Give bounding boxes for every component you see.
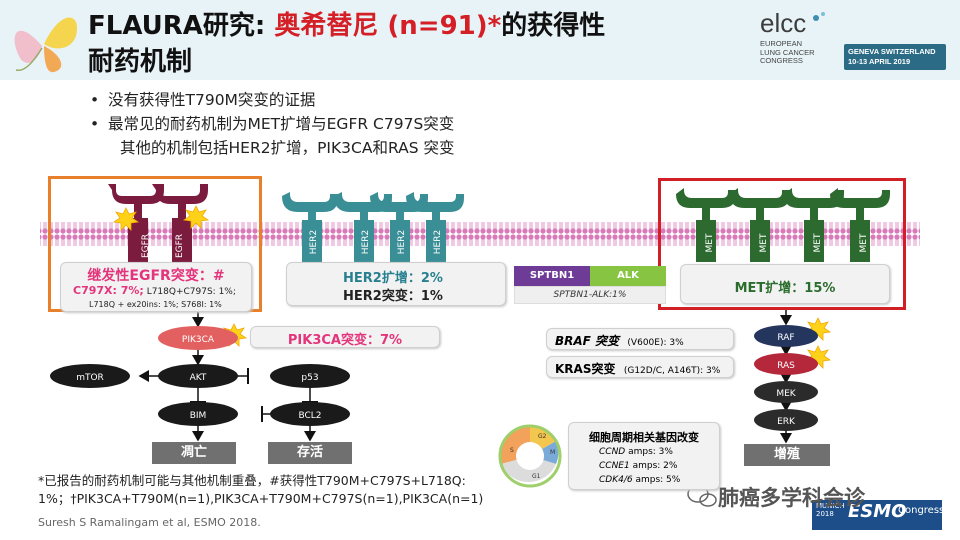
esmo-congress-word: Congress [898,505,945,516]
svg-text:AKT: AKT [190,373,207,383]
node-akt [158,364,238,388]
pie-label-s: S [510,447,514,454]
cell-cycle-item: CCND amps: 3% [599,447,673,457]
egfr-box-line1: C797X: 7%; L718Q+C797S: 1%; [73,284,236,297]
her2-label: HER2 [309,230,319,254]
elcc-conference-logo: elcc EUROPEAN LUNG CANCER CONGRESS GENEV… [760,8,950,72]
kras-gene: KRAS突变 [555,362,616,376]
met-label: MET [859,233,869,252]
kras-detail: (G12D/C, A146T): 3% [623,366,721,376]
footnote: *已报告的耐药机制可能与其他机制重叠，#获得性T790M+C797S+L718Q… [38,473,484,506]
braf-mutation-box: BRAF 突变 (V600E): 3% [546,328,734,350]
cell-cycle-pie-icon [498,424,562,488]
met-box-line1: MET扩增：15% [734,281,836,296]
her2-box-line2: HER2突变：1% [343,289,443,304]
svg-text:RAF: RAF [777,333,794,343]
cell-cycle-box: 细胞周期相关基因改变 CCND amps: 3% CCNE1 amps: 2% … [568,422,720,490]
met-highlight-frame [658,178,906,310]
node-p53 [270,364,350,388]
mutation-star-icon [804,345,832,369]
elcc-location-badge: GENEVA SWITZERLAND 10-13 APRIL 2019 [844,44,946,70]
node-erk [754,409,818,431]
node-mtor [50,364,130,388]
cell-cycle-item: CCNE1 amps: 2% [599,461,678,471]
alk-segment: ALK [590,266,666,286]
elcc-dots-icon [813,12,825,21]
svg-text:p53: p53 [301,373,318,383]
egfr-mutation-box: 继发性EGFR突变：# C797X: 7%; L718Q+C797S: 1%; … [60,262,252,312]
her2-label: HER2 [397,230,407,254]
header-band [0,0,960,80]
bullet-item: 没有获得性T790M突变的证据 [88,88,454,112]
esmo-wordmark: ESMO [848,501,907,522]
svg-text:MEK: MEK [776,389,796,399]
butterfly-logo-icon [14,17,78,73]
svg-text:RAS: RAS [777,361,795,371]
met-receptor [676,188,890,262]
her2-label: HER2 [433,230,443,254]
node-ras [754,353,818,375]
mutation-star-icon [182,205,210,229]
cell-cycle-item: CDK4/6 amps: 5% [599,475,681,485]
alk-fusion-label: SPTBN1-ALK:1% [514,286,666,304]
egfr-label: EGFR [141,234,151,258]
outcome-survival: 存活 [268,442,352,464]
citation: Suresh S Ramalingam et al, ESMO 2018. [38,516,261,529]
kras-mutation-box: KRAS突变 (G12D/C, A146T): 3% [546,356,734,378]
bullet-sub-item: 其他的机制包括HER2扩增，PIK3CA和RAS 突变 [120,139,455,157]
page-title: FLAURA研究: 奥希替尼 (n=91)*的获得性 耐药机制 [88,11,606,77]
bullet-list: 没有获得性T790M突变的证据 最常见的耐药机制为MET扩增与EGFR C797… [88,88,454,160]
met-label: MET [705,233,715,252]
egfr-box-line2: L718Q + ex20ins: 1%; S768I: 1% [89,300,222,309]
svg-text:PIK3CA: PIK3CA [182,335,215,345]
met-label: MET [813,233,823,252]
outcome-apoptosis: 凋亡 [152,442,236,464]
node-bcl2 [270,402,350,426]
outcome-proliferation: 增殖 [744,444,830,466]
mutation-star-icon [804,317,832,341]
egfr-receptor [108,184,208,262]
egfr-label: EGFR [175,234,185,258]
pik3ca-box-line1: PIK3CA突变：7% [287,333,403,348]
bullet-item: 最常见的耐药机制为MET扩增与EGFR C797S突变 [88,112,454,136]
her2-alteration-box: HER2扩增：2% HER2突变：1% [286,262,506,306]
elcc-subtitle: EUROPEAN LUNG CANCER CONGRESS [760,39,815,65]
svg-text:ERK: ERK [777,417,796,427]
elcc-wordmark: elcc [760,8,807,38]
cell-cycle-title: 细胞周期相关基因改变 [589,431,699,444]
egfr-box-title: 继发性EGFR突变：# [87,268,225,284]
her2-label: HER2 [361,230,371,254]
node-pik3ca [158,326,238,350]
node-raf [754,325,818,347]
braf-detail: (V600E): 3% [627,338,684,348]
svg-text:BCL2: BCL2 [298,411,321,421]
braf-gene: BRAF 突变 [555,334,620,348]
node-mek [754,381,818,403]
mutation-star-icon [112,207,140,231]
her2-receptor [282,192,464,262]
her2-box-line1: HER2扩增：2% [343,271,443,286]
pie-label-m: M [550,449,555,456]
svg-text:mTOR: mTOR [76,373,104,383]
pie-label-g1: G1 [532,473,541,480]
watermark-text: 肺癌多学科会诊 [718,486,865,510]
pik3ca-mutation-box: PIK3CA突变：7% [250,326,440,348]
node-bim [158,402,238,426]
met-label: MET [759,233,769,252]
pie-label-g2: G2 [538,433,547,440]
svg-text:BIM: BIM [190,411,207,421]
sptbn1-segment: SPTBN1 [514,266,590,286]
met-amplification-box: MET扩增：15% [680,264,890,304]
esmo-logo [812,500,942,530]
